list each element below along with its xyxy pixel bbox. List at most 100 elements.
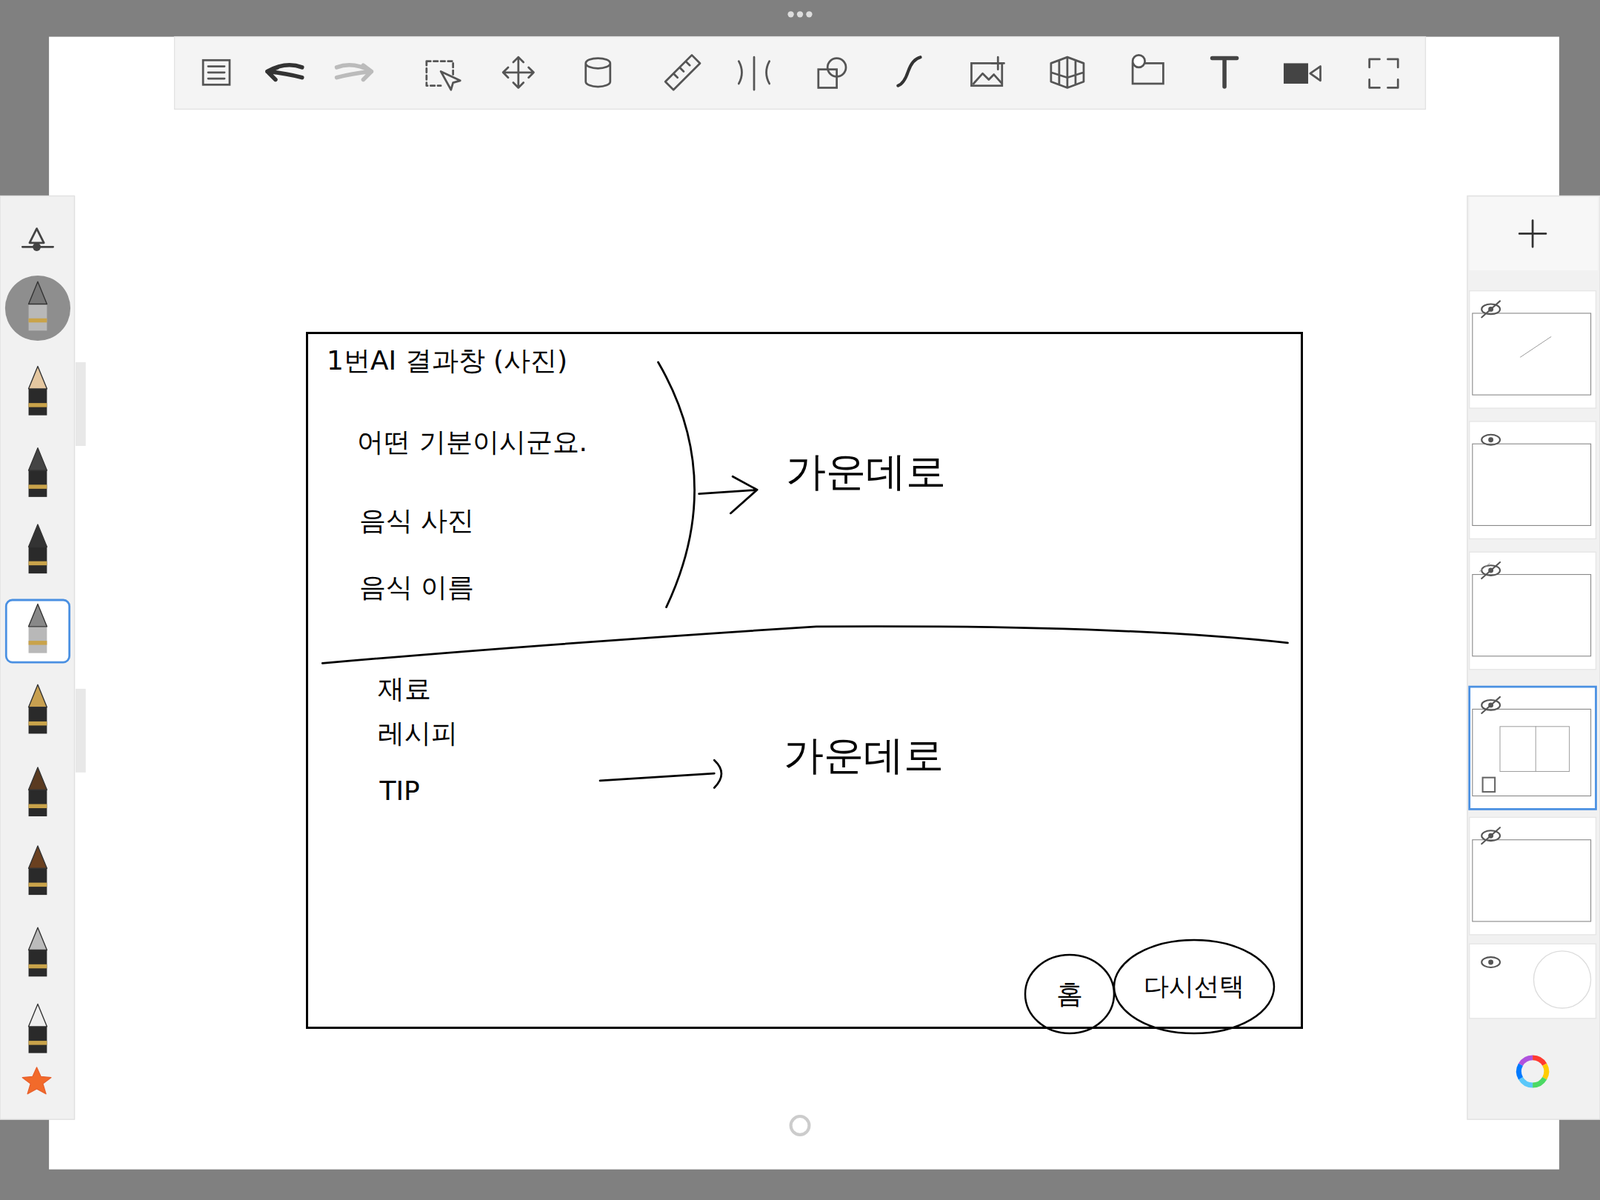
brush-icon	[28, 366, 48, 416]
selected-brush-frame	[5, 600, 69, 663]
brush-icon	[28, 845, 48, 895]
color-wheel	[1518, 1077, 1533, 1088]
layer-preview	[1472, 443, 1592, 526]
lock-icon	[1482, 777, 1496, 792]
loading-spinner	[791, 1116, 810, 1135]
toolbar-icons	[202, 54, 1398, 90]
eye-icon	[1488, 437, 1494, 443]
perspective-icon	[1051, 57, 1084, 88]
fill-icon	[585, 58, 611, 88]
brush-band	[28, 640, 48, 646]
layer-thumbnail	[1469, 943, 1597, 1019]
sketch-note: TIP	[379, 775, 420, 806]
sketch-note: 음식 이름	[359, 569, 475, 606]
brush-icon	[28, 524, 48, 574]
current-brush-bg	[5, 275, 71, 341]
brush-panel	[0, 195, 75, 1120]
brush-body	[28, 868, 48, 895]
add-layer-button	[1469, 197, 1599, 271]
eye-icon	[1481, 434, 1500, 446]
brush-tip	[28, 1004, 48, 1027]
scaled-art	[0, 11, 1600, 1170]
brush-body	[28, 789, 48, 817]
size-slider-icon	[32, 242, 41, 252]
image-icon	[973, 57, 1004, 84]
panel-tab	[75, 688, 86, 773]
brush-body	[28, 546, 48, 574]
shape-icon	[827, 58, 846, 78]
button-label: 다시선택	[1143, 969, 1245, 1004]
text-tool-icon	[1212, 58, 1238, 88]
brush-body	[28, 950, 48, 978]
eye-hidden-slash	[1481, 697, 1500, 714]
brush-icon	[28, 281, 48, 331]
panel-tab	[75, 362, 86, 446]
brush-band	[28, 721, 48, 726]
fullscreen-icon	[1369, 59, 1399, 89]
select-icon	[440, 71, 460, 90]
select-icon	[426, 61, 454, 86]
brush-tip	[28, 767, 48, 790]
eye-hidden-slash	[1481, 562, 1500, 579]
brush-band	[28, 318, 48, 323]
curve-icon	[897, 57, 920, 86]
arrow	[600, 760, 722, 788]
brush-tip	[28, 927, 48, 950]
shape-icon	[818, 69, 838, 89]
eye-icon	[1488, 960, 1494, 966]
undo-icon	[267, 65, 303, 80]
brush-body	[28, 1026, 48, 1054]
handle-dot	[797, 11, 803, 18]
layer-card	[1469, 551, 1597, 669]
color-wheel	[1518, 1054, 1533, 1066]
brush-band	[28, 964, 48, 969]
brush-band	[28, 402, 48, 408]
screen-title: 1번AI 결과창 (사진)	[326, 342, 1283, 380]
add-layer-icon	[1519, 220, 1546, 248]
handle-dot	[805, 11, 812, 18]
layer-thumbnail	[1469, 551, 1597, 669]
layer-thumbnail	[1469, 421, 1597, 539]
favorites-star	[22, 1067, 52, 1095]
eye-icon	[1481, 957, 1500, 968]
sketch-note: 음식 사진	[359, 502, 475, 540]
handle-dot	[787, 11, 794, 18]
layer-card	[1469, 686, 1597, 809]
record-icon	[1310, 66, 1321, 81]
layer-thumbnail	[1469, 686, 1597, 809]
symmetry-icon	[738, 57, 769, 90]
thumb-sketch	[1500, 726, 1570, 772]
timelapse-icon	[1132, 54, 1146, 68]
sketch-note: 레시피	[377, 715, 458, 752]
top-toolbar	[174, 37, 1426, 110]
color-wheel	[1542, 1062, 1549, 1080]
sketch-note: 가운데로	[785, 445, 946, 500]
brush-icon	[28, 604, 48, 654]
brush-band	[28, 561, 48, 566]
eye-hidden-slash	[1481, 300, 1500, 318]
layer-card	[1469, 421, 1597, 539]
layer-preview	[1472, 840, 1592, 922]
sketch-note: 재료	[377, 671, 432, 708]
brush-body	[28, 626, 48, 654]
brush-icon	[28, 927, 48, 977]
button-ellipse: 홈	[1023, 953, 1116, 1035]
color-wheel	[1532, 1077, 1547, 1088]
brush-tip	[28, 448, 48, 471]
brush-body	[28, 707, 48, 735]
brush-body	[28, 470, 48, 498]
layer-card	[1469, 291, 1597, 409]
ellipse-outline	[1025, 954, 1115, 1034]
layer-panel	[1467, 195, 1600, 1120]
brush-icon	[28, 767, 48, 817]
color-wheel	[1532, 1054, 1547, 1066]
eye-hidden-slash	[1481, 827, 1500, 844]
brush-body	[28, 388, 48, 416]
thumb-sketch	[1479, 337, 1551, 772]
layer-preview	[1472, 708, 1592, 796]
button-ellipse: 다시선택	[1112, 938, 1276, 1035]
brush-band	[28, 1040, 48, 1046]
brush-tip	[28, 366, 48, 389]
